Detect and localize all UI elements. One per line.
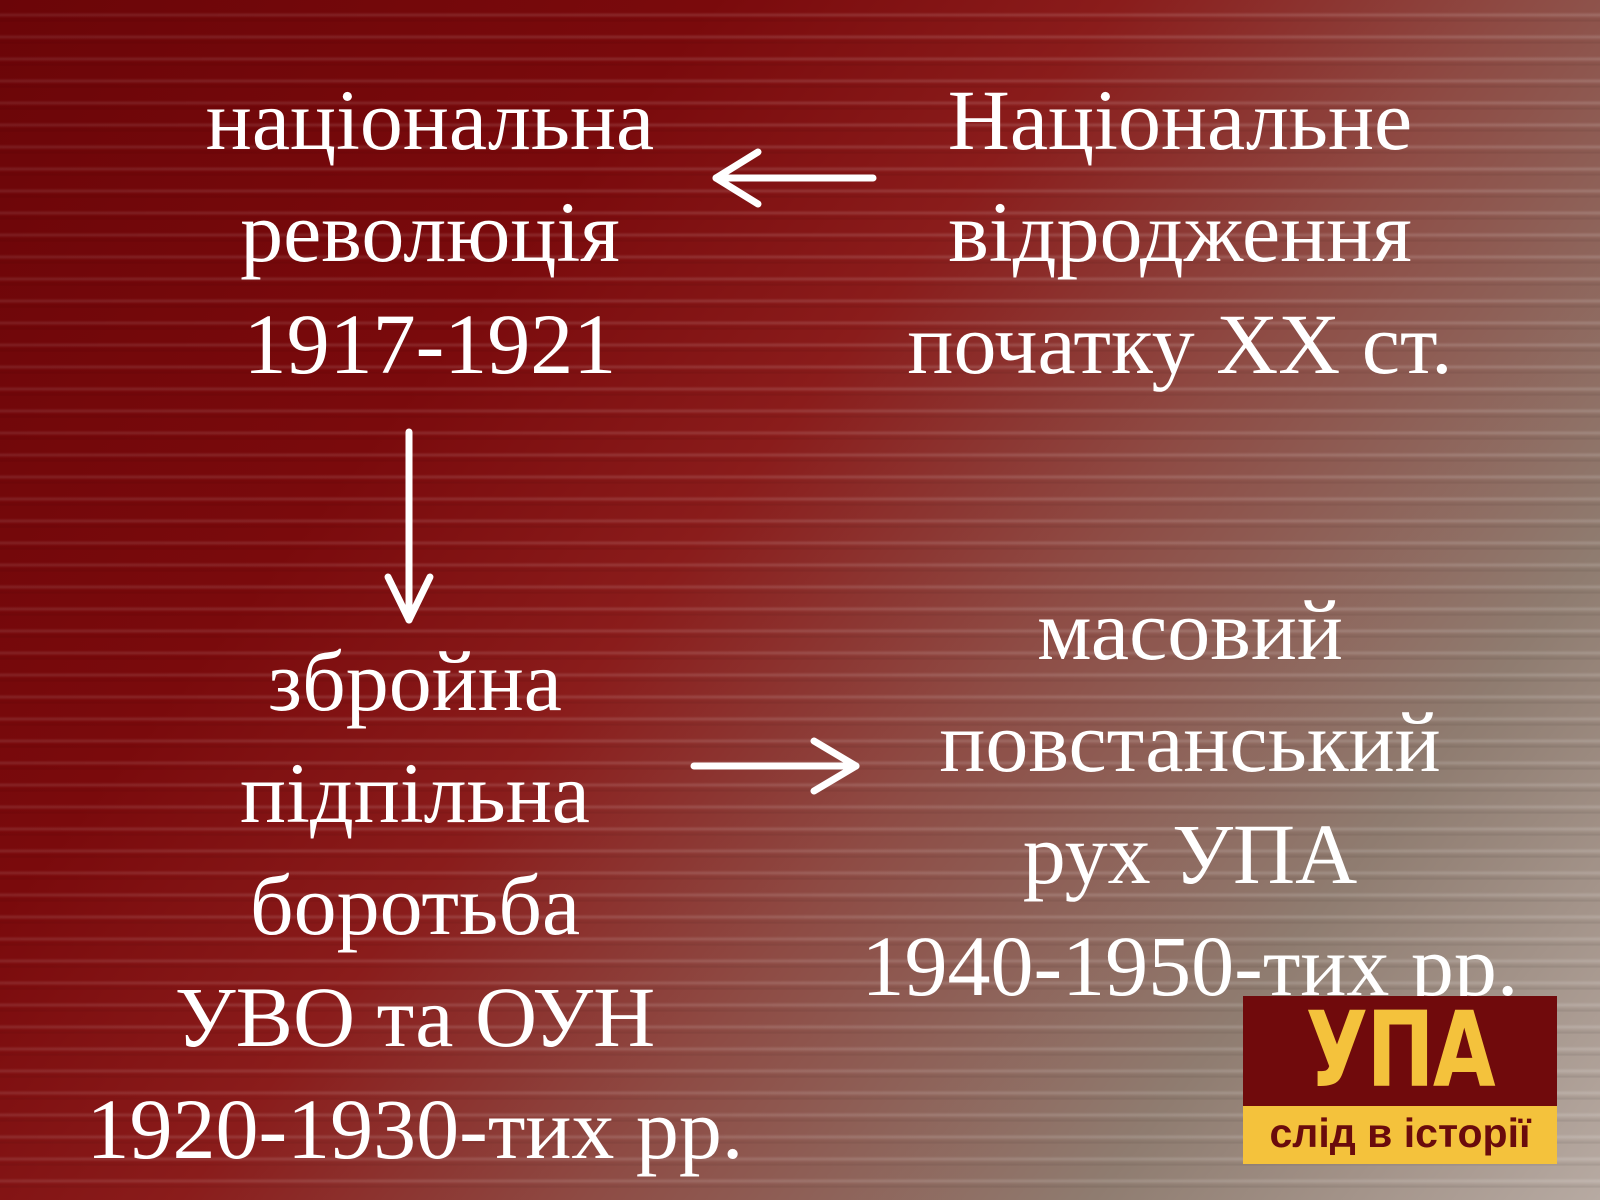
logo-title: УПА <box>1305 996 1496 1111</box>
node-armed-underground-struggle: збройна підпільна боротьба УВО та ОУН 19… <box>30 625 800 1185</box>
logo-title-panel: УПА <box>1243 996 1557 1106</box>
node-national-revolution: національна революція 1917-1921 <box>120 64 740 400</box>
arrow-down-icon <box>384 428 434 624</box>
node-text-line: рух УПА <box>1022 806 1358 902</box>
node-national-revival: Національне відродження початку ХХ ст. <box>840 64 1520 400</box>
logo-caption: слід в історії <box>1269 1110 1531 1156</box>
node-text-line: 1917-1921 <box>243 296 617 392</box>
node-text-line: УВО та ОУН <box>174 969 656 1065</box>
node-text-line: національна <box>205 72 655 168</box>
node-text-line: 1920-1930-тих рр. <box>86 1081 744 1177</box>
arrow-right-icon <box>690 737 860 795</box>
node-text-line: масовий <box>1037 582 1343 678</box>
node-text-line: революція <box>240 184 620 280</box>
node-text-line: підпільна <box>240 745 590 841</box>
node-text-line: початку ХХ ст. <box>907 296 1453 392</box>
node-text-line: Національне <box>947 72 1413 168</box>
node-text-line: відродження <box>948 184 1412 280</box>
node-mass-insurgent-movement: масовий повстанський рух УПА 1940-1950-т… <box>800 574 1580 1022</box>
node-text-line: боротьба <box>249 857 581 953</box>
upa-logo: УПА слід в історії <box>1243 996 1557 1164</box>
node-text-line: збройна <box>268 633 562 729</box>
arrow-left-icon <box>712 148 877 208</box>
node-text-line: повстанський <box>939 694 1441 790</box>
